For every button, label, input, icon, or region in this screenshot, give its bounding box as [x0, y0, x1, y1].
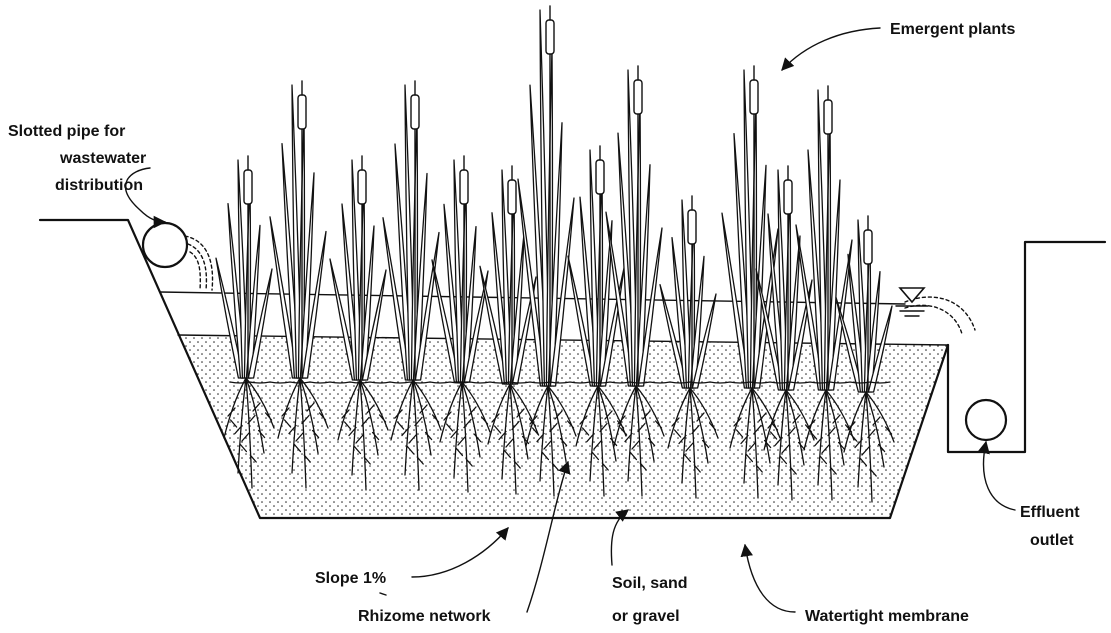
effluent-label-line2: outlet	[1030, 532, 1074, 549]
soil-label-line1: Soil, sand	[612, 575, 688, 592]
outlet-structure	[948, 242, 1105, 452]
rhizome-label: Rhizome network	[358, 608, 491, 625]
cattail-head-icon	[596, 160, 604, 194]
soil-label-line2: or gravel	[612, 608, 680, 625]
cattail-head-icon	[358, 170, 366, 204]
slotted-pipe-icon	[143, 223, 187, 267]
effluent-outlet-pipe-icon	[966, 400, 1006, 440]
cattail-head-icon	[546, 20, 554, 54]
slotted-pipe-label-line2: wastewater	[59, 150, 146, 167]
cattail-head-icon	[864, 230, 872, 264]
plant-clump	[270, 81, 326, 378]
membrane-arrow	[745, 545, 795, 612]
plant-clump	[606, 66, 662, 386]
plant-clump	[383, 81, 439, 380]
membrane-label: Watertight membrane	[805, 608, 969, 625]
slope-tick-mark	[380, 593, 386, 595]
slope-label: Slope 1%	[315, 570, 386, 587]
inlet-flow-icon	[185, 236, 213, 290]
emergent-plants-group	[216, 6, 892, 392]
water-level-icon	[896, 288, 928, 316]
cattail-head-icon	[824, 100, 832, 134]
cattail-head-icon	[508, 180, 516, 214]
cattail-head-icon	[634, 80, 642, 114]
cattail-head-icon	[784, 180, 792, 214]
cattail-head-icon	[750, 80, 758, 114]
cattail-head-icon	[244, 170, 252, 204]
cattail-head-icon	[298, 95, 306, 129]
effluent-label-line1: Effluent	[1020, 504, 1080, 521]
emergent-plants-arrow	[782, 28, 880, 70]
slope-arrow	[412, 528, 508, 577]
cattail-head-icon	[411, 95, 419, 129]
cattail-head-icon	[460, 170, 468, 204]
slotted-pipe-label-line1: Slotted pipe for	[8, 123, 125, 140]
emergent-plants-label: Emergent plants	[890, 21, 1015, 38]
cattail-head-icon	[688, 210, 696, 244]
slotted-pipe-label-line3: distribution	[55, 177, 143, 194]
